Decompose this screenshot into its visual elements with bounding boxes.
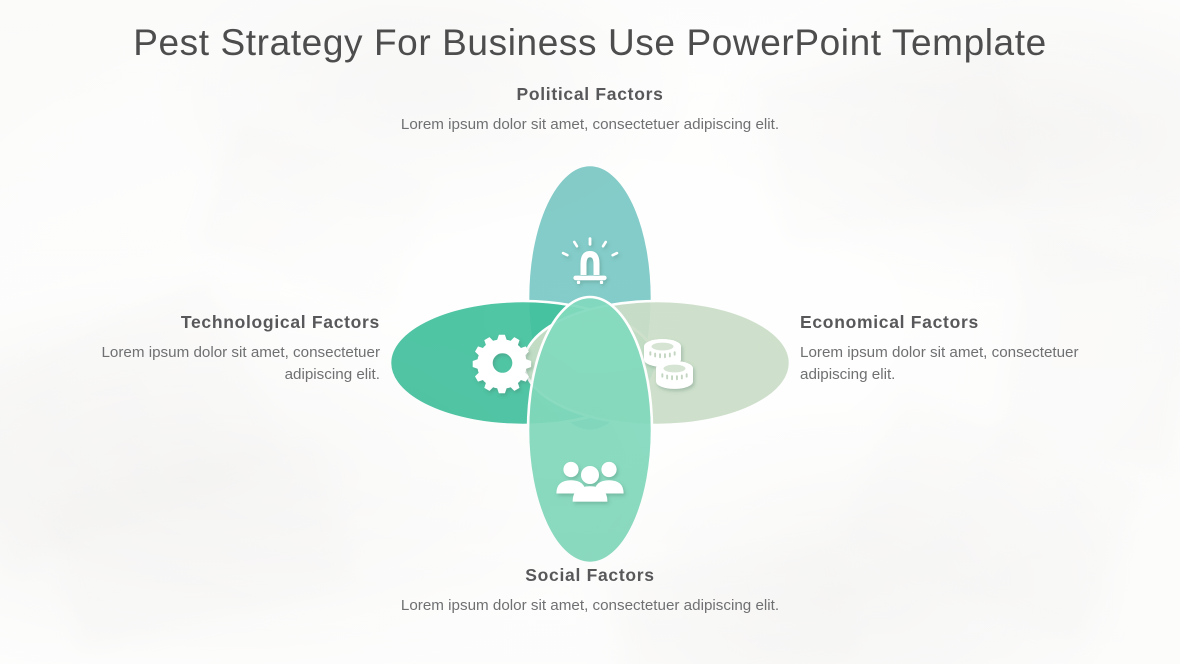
social-body: Lorem ipsum dolor sit amet, consectetuer…	[400, 597, 780, 614]
siren-icon	[561, 237, 619, 284]
section-social: Social Factors Lorem ipsum dolor sit ame…	[380, 565, 800, 617]
section-economical: Economical Factors Lorem ipsum dolor sit…	[800, 312, 1090, 385]
economical-heading: Economical Factors	[800, 312, 979, 332]
technological-body: Lorem ipsum dolor sit amet, consectetuer…	[101, 344, 380, 383]
political-body: Lorem ipsum dolor sit amet, consectetuer…	[400, 116, 780, 133]
gear-icon	[472, 334, 532, 394]
social-heading: Social Factors	[525, 565, 655, 585]
section-technological: Technological Factors Lorem ipsum dolor …	[90, 312, 380, 385]
section-political: Political Factors Lorem ipsum dolor sit …	[380, 84, 800, 136]
people-icon	[556, 461, 624, 502]
economical-body: Lorem ipsum dolor sit amet, consectetuer…	[800, 344, 1079, 383]
political-heading: Political Factors	[516, 84, 664, 104]
coins-icon	[644, 339, 693, 389]
technological-heading: Technological Factors	[180, 312, 380, 332]
page-title: Pest Strategy For Business Use PowerPoin…	[133, 22, 1047, 63]
petal-social[interactable]	[526, 295, 654, 565]
pest-petal-diagram	[388, 163, 792, 565]
